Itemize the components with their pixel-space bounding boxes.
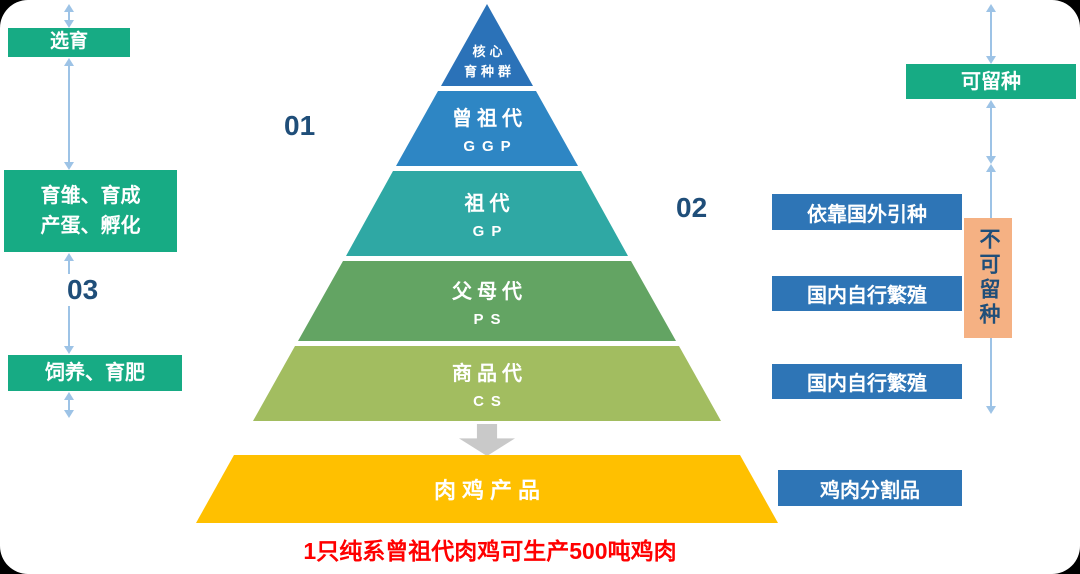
cs-code: CS bbox=[473, 393, 508, 410]
product-label: 肉鸡产品 bbox=[433, 478, 546, 503]
rearing-line2: 产蛋、孵化 bbox=[40, 215, 141, 237]
pyramid-layer-product: 肉鸡产品 bbox=[196, 455, 778, 523]
not-keepable-label: 不可留种 bbox=[977, 228, 1000, 328]
keepable-box: 可留种 bbox=[906, 64, 1076, 99]
footer-note: 1只纯系曾祖代肉鸡可生产500吨鸡肉 bbox=[303, 538, 677, 564]
pyramid-layer-ps: 父母代 PS bbox=[298, 261, 676, 341]
feeding-label: 饲养、育肥 bbox=[45, 362, 145, 384]
pyramid-layer-core: 核心 育种群 bbox=[441, 4, 533, 86]
arrow-left-4 bbox=[64, 392, 74, 418]
ps-code: PS bbox=[473, 310, 508, 328]
ggp-title: 曾祖代 bbox=[452, 108, 527, 130]
rearing-line1: 育雏、育成 bbox=[40, 185, 141, 207]
stage-number-03: 03 bbox=[62, 274, 104, 306]
not-keepable-box: 不可留种 bbox=[964, 218, 1012, 338]
feeding-box: 饲养、育肥 bbox=[8, 355, 182, 391]
arrow-right-2 bbox=[986, 100, 996, 164]
foreign-import-label: 依靠国外引种 bbox=[807, 203, 927, 226]
pyramid-layer-ggp: 曾祖代 GGP bbox=[396, 91, 578, 166]
cs-title: 商品代 bbox=[452, 363, 527, 385]
ggp-code: GGP bbox=[463, 138, 518, 155]
core-subtitle: 育种群 bbox=[463, 63, 515, 79]
chicken-cuts-label: 鸡肉分割品 bbox=[820, 479, 920, 502]
selection-box: 选育 bbox=[8, 28, 130, 57]
rearing-box: 育雏、育成 产蛋、孵化 bbox=[4, 170, 177, 252]
core-title: 核心 bbox=[472, 44, 507, 59]
gp-code: GP bbox=[472, 223, 509, 240]
pyramid-layer-gp: 祖代 GP bbox=[346, 171, 628, 256]
stage-number-01: 01 bbox=[284, 110, 316, 141]
arrow-left-2 bbox=[64, 58, 74, 170]
stage-number-02: 02 bbox=[676, 192, 708, 223]
domestic-breeding-label-1: 国内自行繁殖 bbox=[807, 285, 927, 307]
ps-title: 父母代 bbox=[452, 280, 527, 303]
domestic-breeding-box-1: 国内自行繁殖 bbox=[772, 276, 962, 311]
arrow-left-1 bbox=[64, 4, 74, 28]
selection-label: 选育 bbox=[49, 31, 88, 53]
keepable-label: 可留种 bbox=[961, 70, 1021, 93]
pyramid-layer-cs: 商品代 CS bbox=[253, 346, 721, 421]
foreign-import-box: 依靠国外引种 bbox=[772, 194, 962, 230]
domestic-breeding-label-2: 国内自行繁殖 bbox=[807, 373, 927, 395]
domestic-breeding-box-2: 国内自行繁殖 bbox=[772, 364, 962, 399]
pyramid: 核心 育种群 曾祖代 GGP 祖代 GP 父母代 PS 商品代 CS 肉鸡产品 bbox=[187, 0, 787, 574]
gp-title: 祖代 bbox=[464, 193, 515, 215]
down-arrow-icon bbox=[459, 424, 515, 456]
chicken-cuts-box: 鸡肉分割品 bbox=[778, 470, 962, 506]
arrow-right-1 bbox=[986, 4, 996, 64]
